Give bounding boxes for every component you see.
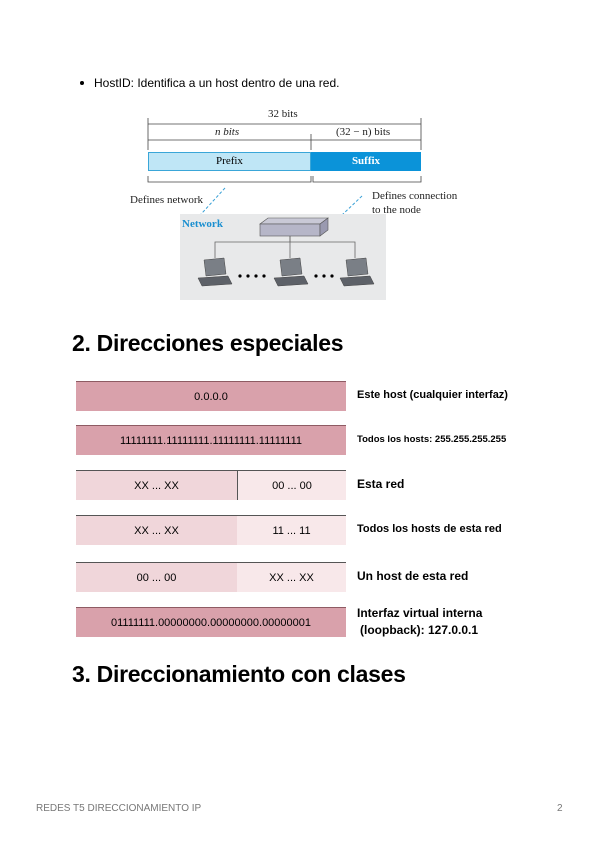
special-address-row-4: XX ... XX 11 ... 11 [76, 515, 346, 545]
row-5-right: XX ... XX [237, 563, 346, 592]
laptop-icon-1 [197, 257, 233, 287]
laptop-icon-2 [273, 257, 309, 287]
n-bits-label: n bits [215, 126, 240, 138]
footer-doc-title: REDES T5 DIRECCIONAMIENTO IP [36, 803, 202, 814]
row-1-value: 0.0.0.0 [194, 390, 228, 403]
network-label: Network [182, 218, 223, 230]
laptop-icon-3 [339, 257, 375, 287]
special-address-row-1: 0.0.0.0 [76, 381, 346, 411]
rest-bits-label: (32 − n) bits [336, 126, 391, 138]
prefix-suffix-figure: 32 bits n bits (32 − n) bits Prefix Suff… [130, 106, 457, 304]
section-2-title: 2. Direcciones especiales [72, 330, 344, 356]
defines-connection-label-1: Defines connection [372, 190, 458, 202]
row-6-label-line-1: Interfaz virtual interna [357, 606, 483, 620]
network-diagram-icon [197, 217, 375, 287]
row-6-value: 01111111.00000000.00000000.00000001 [110, 616, 312, 629]
row-3-divider [237, 471, 238, 500]
row-4-label: Todos los hosts de esta red [357, 523, 502, 535]
row-5-left: 00 ... 00 [76, 563, 237, 592]
footer-page-number: 2 [557, 803, 563, 814]
row-6-label-line-2: (loopback): 127.0.0.1 [360, 623, 479, 637]
special-address-row-6: 01111111.00000000.00000000.00000001 [76, 607, 346, 637]
section-3-title: 3. Direccionamiento con clases [72, 661, 406, 687]
special-address-row-2: 11111111.11111111.11111111.11111111 [76, 425, 346, 455]
defines-connection-label-2: to the node [372, 204, 421, 216]
hostid-bullet: HostID: Identifica a un host dentro de u… [80, 76, 339, 90]
row-2-label: Todos los hosts: 255.255.255.255 [357, 434, 507, 445]
row-4-right: 11 ... 11 [237, 516, 346, 545]
bullet-dot-icon [80, 81, 84, 85]
row-1-label: Este host (cualquier interfaz) [357, 389, 508, 401]
suffix-bar: Suffix [311, 152, 421, 171]
hostid-bullet-text: HostID: Identifica a un host dentro de u… [94, 76, 340, 90]
row-3-label: Esta red [357, 477, 405, 491]
total-bits-label: 32 bits [268, 108, 298, 120]
special-address-row-5: 00 ... 00 XX ... XX [76, 562, 346, 592]
row-2-value: 11111111.11111111.11111111.11111111 [119, 434, 303, 447]
network-box: Network [180, 214, 386, 300]
row-4-left: XX ... XX [76, 516, 237, 545]
prefix-bar: Prefix [148, 152, 311, 171]
row-3-left: XX ... XX [76, 471, 237, 500]
defines-network-label: Defines network [130, 194, 204, 206]
row-3-right: 00 ... 00 [238, 471, 346, 500]
special-address-row-3: XX ... XX 00 ... 00 [76, 470, 346, 500]
row-5-label: Un host de esta red [357, 569, 469, 583]
